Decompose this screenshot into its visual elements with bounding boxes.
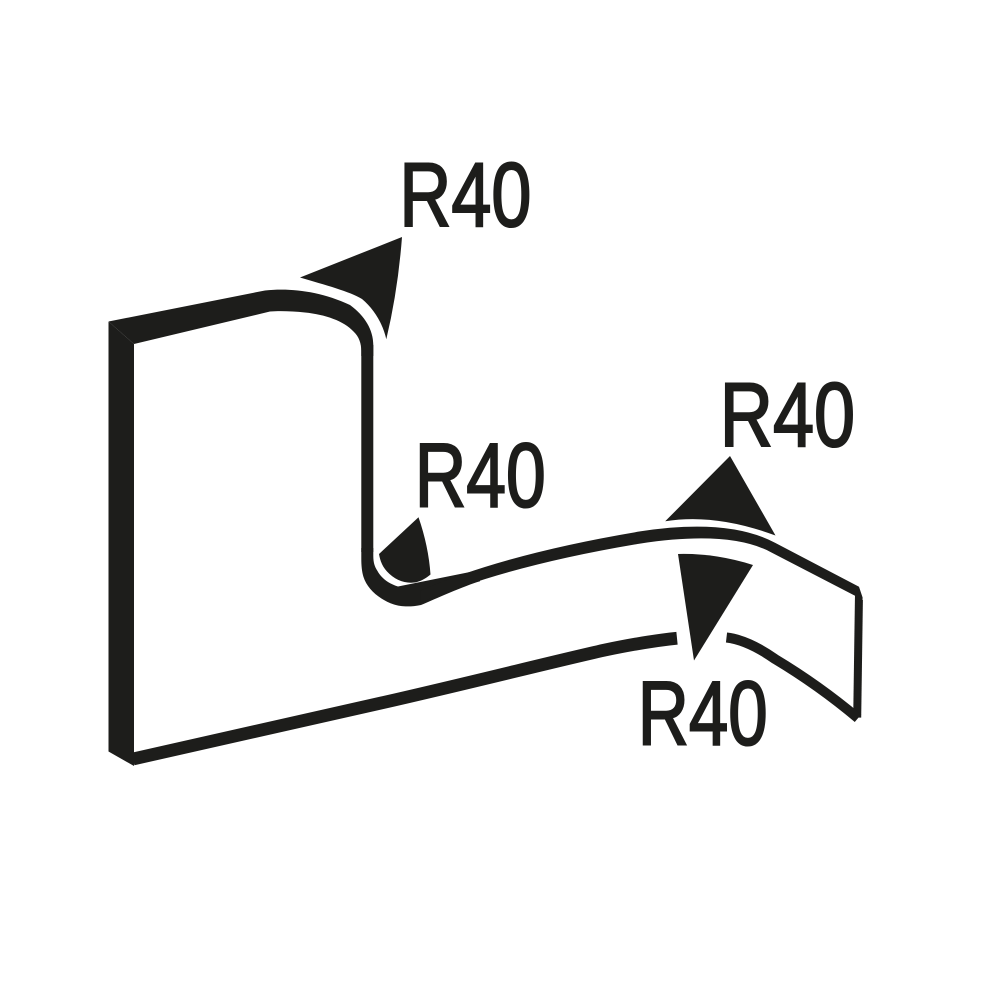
svg-text:R40: R40 — [415, 426, 546, 527]
svg-text:R40: R40 — [720, 365, 855, 466]
svg-text:R40: R40 — [638, 664, 768, 765]
svg-text:R40: R40 — [399, 145, 531, 246]
